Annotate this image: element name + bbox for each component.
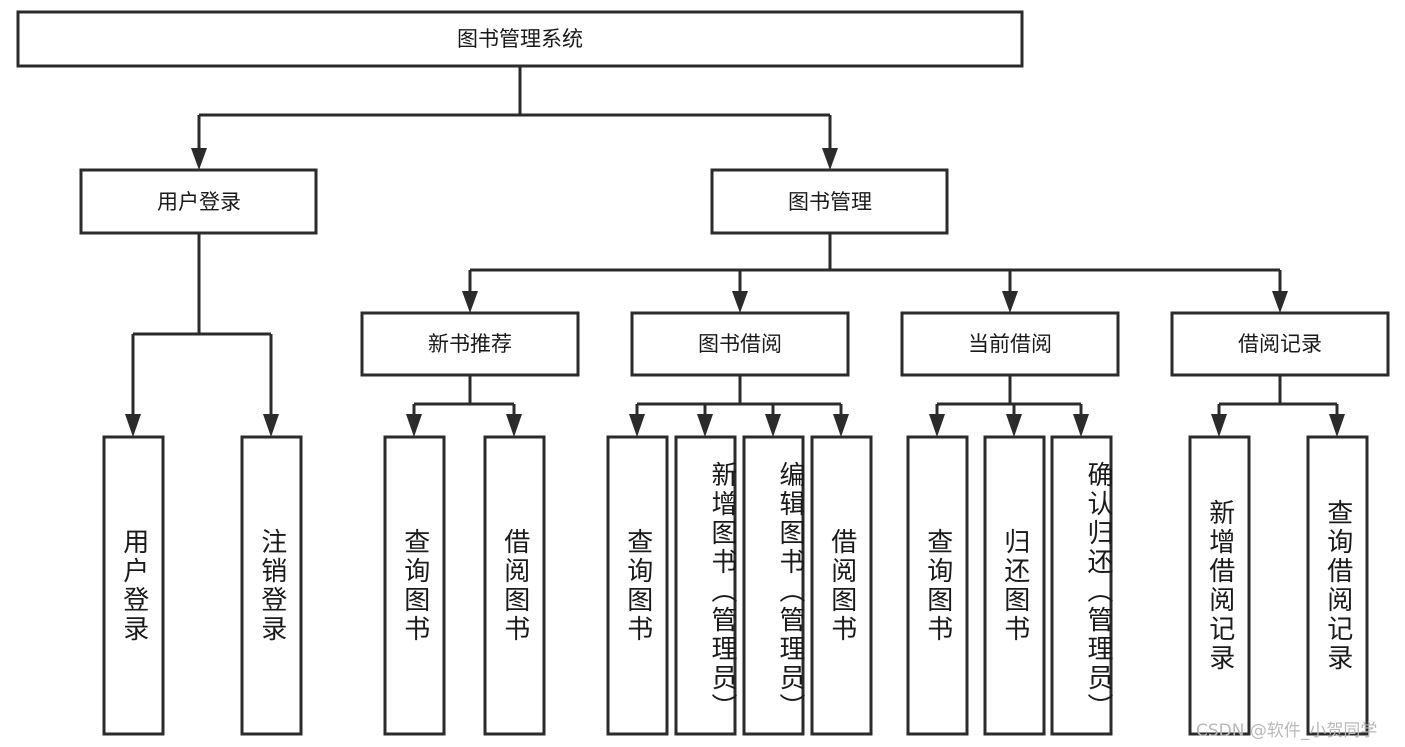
node-box-new-book-rec[interactable] (360, 311, 580, 377)
connector-group-user-login-to-leaves (125, 233, 279, 437)
arrow-head-icon (1073, 414, 1089, 437)
node-box-borrow-record[interactable] (1170, 311, 1390, 377)
node-box-book-manage[interactable] (710, 168, 949, 235)
node-label-new-book-rec: 新书推荐 (428, 332, 512, 356)
arrow-head-icon (822, 148, 838, 170)
arrow-head-icon (506, 414, 522, 437)
node-box-leaf-borrow-add-book[interactable] (674, 435, 737, 736)
connector-group-new-book-rec-to-leaves (406, 375, 522, 437)
arrow-head-icon (929, 414, 945, 437)
node-box-leaf-rec-query-book[interactable] (383, 435, 446, 736)
arrow-head-icon (732, 291, 748, 313)
node-box-leaf-logout[interactable] (240, 435, 303, 736)
node-label-user-login: 用户登录 (157, 190, 241, 214)
arrow-head-icon (263, 414, 279, 437)
connector-group-current-borrow-to-leaves (929, 375, 1089, 437)
arrow-head-icon (697, 414, 713, 437)
node-box-leaf-rec-query-record[interactable] (1306, 435, 1369, 736)
connector-group-borrow-record-to-leaves (1211, 375, 1345, 437)
node-box-leaf-borrow-edit-book[interactable] (742, 435, 805, 736)
node-box-leaf-borrow-borrow-book[interactable] (810, 435, 873, 736)
arrow-head-icon (1006, 414, 1022, 437)
arrow-head-icon (1211, 414, 1227, 437)
arrow-head-icon (1002, 291, 1018, 313)
node-box-leaf-user-login[interactable] (102, 435, 165, 736)
node-box-root[interactable] (16, 10, 1024, 68)
node-label-book-manage: 图书管理 (788, 190, 872, 214)
watermark-text: CSDN @软件_小贺同学 (1196, 721, 1378, 741)
connector-group-book-borrow-to-leaves (629, 375, 849, 437)
node-box-leaf-borrow-query-book[interactable] (606, 435, 669, 736)
node-box-book-borrow[interactable] (630, 311, 850, 377)
arrow-head-icon (1329, 414, 1345, 437)
node-box-current-borrow[interactable] (900, 311, 1120, 377)
node-label-borrow-record: 借阅记录 (1238, 332, 1322, 356)
arrow-head-icon (125, 414, 141, 437)
node-box-leaf-rec-add-record[interactable] (1188, 435, 1251, 736)
node-box-leaf-cur-query-book[interactable] (906, 435, 969, 736)
node-box-leaf-cur-return-book[interactable] (983, 435, 1046, 736)
arrow-head-icon (406, 414, 422, 437)
arrow-head-icon (833, 414, 849, 437)
arrow-head-icon (462, 291, 478, 313)
node-label-book-borrow: 图书借阅 (698, 332, 782, 356)
arrow-head-icon (629, 414, 645, 437)
connector-group-root-to-level2 (191, 66, 838, 170)
node-label-current-borrow: 当前借阅 (968, 332, 1052, 356)
node-label-root: 图书管理系统 (457, 27, 583, 51)
arrow-head-icon (191, 148, 207, 170)
node-box-leaf-cur-confirm-return[interactable] (1050, 435, 1113, 736)
node-box-leaf-rec-borrow-book[interactable] (483, 435, 546, 736)
arrow-head-icon (1272, 291, 1288, 313)
arrow-head-icon (765, 414, 781, 437)
node-box-user-login[interactable] (79, 168, 318, 235)
connector-group-book-manage-to-level3 (462, 233, 1288, 313)
